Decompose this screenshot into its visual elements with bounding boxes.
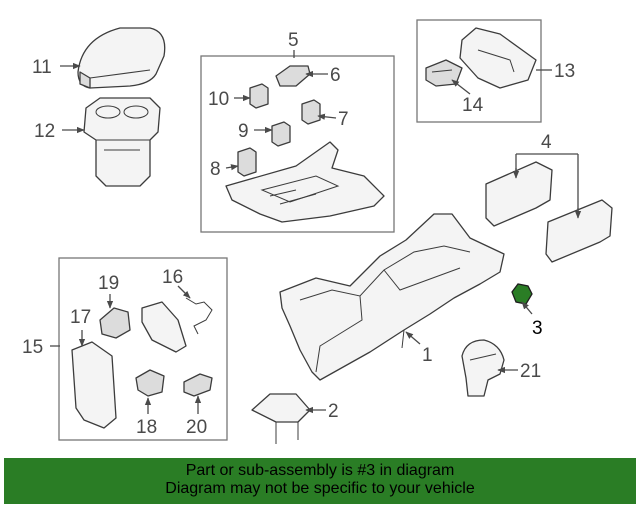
callout-16[interactable]: 16 [162,267,183,288]
part-4-side-panel-left[interactable] [485,161,553,227]
part-11-armrest-lid[interactable] [77,27,166,89]
callout-21[interactable]: 21 [520,361,541,382]
part-7-switch[interactable] [301,99,321,125]
callout-12[interactable]: 12 [34,121,55,142]
callout-20[interactable]: 20 [186,417,207,438]
part-10-switch[interactable] [249,83,269,109]
group-box-5 [200,55,395,233]
callout-17[interactable]: 17 [70,307,91,328]
banner-line-part-info: Part or sub-assembly is #3 in diagram [185,462,455,479]
leader-14 [451,79,471,95]
part-2-bracket[interactable] [251,393,311,444]
callout-4[interactable]: 4 [541,132,552,153]
part-16-wiring[interactable] [185,297,213,335]
callout-8[interactable]: 8 [210,159,221,180]
callout-11[interactable]: 11 [32,57,52,78]
part-15-trim[interactable] [141,301,187,353]
group-box-15 [58,257,228,441]
banner-line-disclaimer: Diagram may not be specific to your vehi… [165,480,475,497]
callout-13[interactable]: 13 [554,61,575,82]
part-12-storage-bin[interactable] [83,97,161,187]
callout-2[interactable]: 2 [328,401,339,422]
leader-7 [317,113,337,120]
callout-3[interactable]: 3 [532,318,543,339]
part-3-clip[interactable] [511,283,533,305]
leader-16 [177,285,191,299]
callout-10[interactable]: 10 [208,89,229,110]
leader-1 [405,331,421,345]
callout-14[interactable]: 14 [462,95,484,116]
callout-9[interactable]: 9 [238,121,249,142]
disclaimer-banner: Part or sub-assembly is #3 in diagram Di… [4,458,636,504]
leader-3 [521,301,533,315]
callout-6[interactable]: 6 [330,65,341,86]
part-4-side-panel-right[interactable] [545,199,613,263]
part-1-floor-console[interactable] [279,213,505,381]
callout-5[interactable]: 5 [288,30,299,51]
part-14-switch-panel[interactable] [425,59,463,87]
group-box-13 [416,19,542,123]
part-5-shifter-bezel[interactable] [225,141,385,223]
callout-7[interactable]: 7 [338,109,349,130]
part-19-switch[interactable] [99,307,131,339]
callout-19[interactable]: 19 [98,273,119,294]
part-13-trim-panel[interactable] [459,27,537,89]
part-20-socket[interactable] [183,373,213,397]
part-6-clip[interactable] [275,65,311,87]
callout-1[interactable]: 1 [422,345,433,366]
part-18-socket[interactable] [135,369,165,397]
callout-18[interactable]: 18 [136,417,157,438]
leader-8 [225,164,239,171]
part-21-shift-knob[interactable] [461,339,505,397]
part-9-switch[interactable] [271,121,291,147]
callout-15[interactable]: 15 [22,337,43,358]
part-17-bezel[interactable] [71,341,117,429]
part-8-switch[interactable] [237,147,257,177]
